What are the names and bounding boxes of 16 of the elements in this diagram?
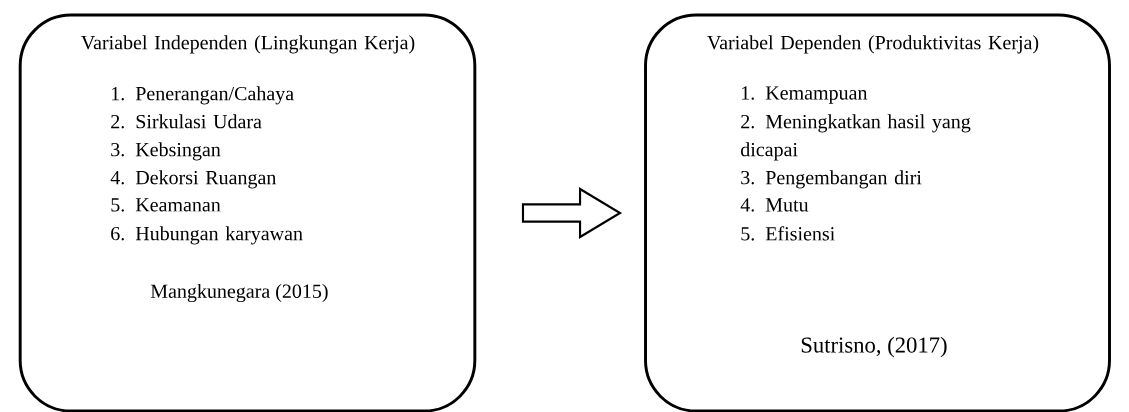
heading: Variabel Independen (Lingkungan Kerja) — [81, 35, 415, 54]
block-arrow — [521, 187, 623, 239]
list-item: 4. Mutu — [740, 198, 809, 212]
citation: Mangkunegara (2015) — [150, 283, 328, 303]
list-item: 6. Hubungan karyawan — [111, 226, 303, 245]
citation: Sutrisno, (2017) — [801, 336, 947, 358]
list-item: 2. Meningkatkan hasil yang dicapai — [741, 114, 971, 161]
list-item: 3. Kebsingan — [111, 142, 221, 161]
list-item: 1. Penerangan/Cahaya — [112, 86, 294, 105]
list-item: 5. Keamanan — [111, 198, 221, 212]
list-item: 2. Sirkulasi Udara — [111, 114, 262, 129]
list-item: 5. Efisiensi — [741, 226, 835, 241]
list-item: 1. Kemampuan — [742, 86, 868, 104]
heading: Variabel Dependen (Produktivitas Kerja) — [707, 35, 1039, 54]
list-item: 4. Dekorsi Ruangan — [110, 170, 277, 189]
list-item: 3. Pengembangan diri — [741, 170, 922, 189]
